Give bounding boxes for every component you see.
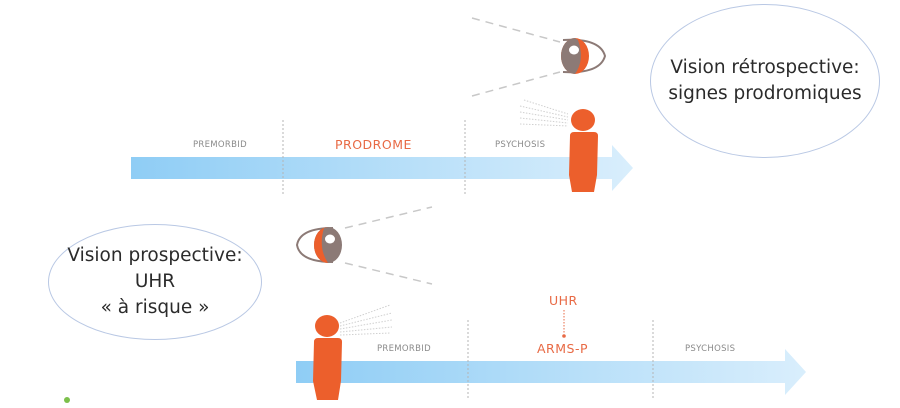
- uhr-annotation: UHR: [549, 293, 578, 308]
- uhr-pointer-dot: [562, 334, 566, 338]
- sight-lines: [344, 206, 433, 285]
- bubble-line: UHR: [134, 271, 176, 292]
- bubble-line: Vision rétrospective:: [670, 57, 860, 78]
- retrospective-bubble: Vision rétrospective: signes prodromique…: [650, 4, 880, 158]
- sight-lines: [471, 17, 561, 97]
- phase-label-prodrome: PRODROME: [335, 137, 412, 152]
- bubble-line: signes prodromiques: [668, 83, 862, 104]
- person-icon: [519, 99, 598, 192]
- timeline-arrow: [296, 349, 806, 395]
- prospective-timeline: [296, 310, 806, 400]
- eye-icon: [295, 227, 342, 263]
- phase-label-premorbid: PREMORBID: [377, 344, 431, 354]
- phase-label-psychosis: PSYCHOSIS: [685, 344, 736, 354]
- prospective-bubble: Vision prospective: UHR « à risque »: [48, 224, 262, 340]
- timeline-arrow: [131, 145, 633, 191]
- phase-label-arms-p: ARMS-P: [537, 341, 589, 356]
- person-icon: [313, 304, 393, 400]
- bubble-line: « à risque »: [100, 297, 210, 318]
- eye-icon: [561, 38, 607, 74]
- phase-label-premorbid: PREMORBID: [193, 140, 247, 150]
- retrospective-timeline: [131, 120, 633, 196]
- bubble-line: Vision prospective:: [67, 245, 243, 266]
- bullet-dot: [64, 397, 70, 403]
- phase-label-psychosis: PSYCHOSIS: [495, 140, 546, 150]
